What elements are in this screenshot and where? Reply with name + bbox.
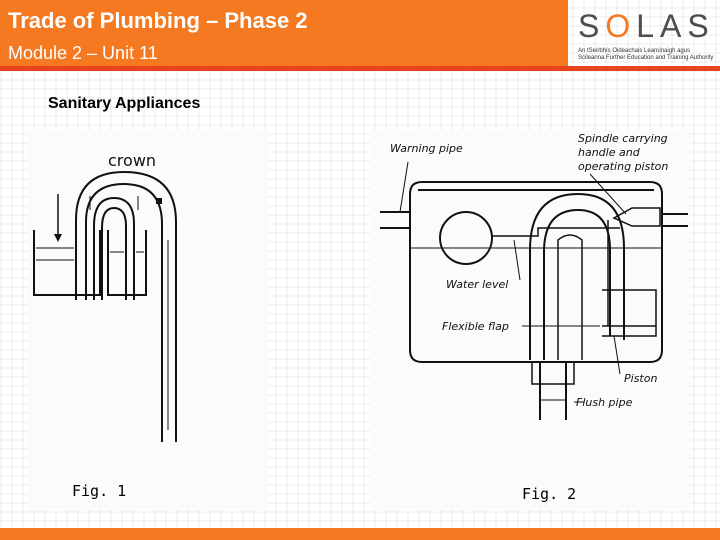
fig1-caption: Fig. 1: [72, 482, 127, 500]
siphon-diagram: crown: [33, 151, 177, 442]
piston-chamber: [602, 289, 657, 337]
siphon-inner: [543, 208, 611, 360]
label-spindle-line3: operating piston: [578, 160, 668, 173]
figure-siphon: crown: [28, 130, 268, 510]
logo-tagline: An tSeirbhís Oideachais Leanúnaigh agus …: [578, 48, 714, 61]
leader-lines: [399, 161, 627, 403]
siphon-center: [557, 234, 583, 360]
label-spindle-line1: Spindle carrying: [578, 132, 668, 145]
section-title: Sanitary Appliances: [48, 95, 201, 112]
flush-pipe-nut: [531, 362, 575, 385]
page-subtitle: Module 2 – Unit 11: [8, 43, 158, 63]
crown-marker: [156, 198, 162, 204]
figure-cistern: Warning pipe Spindle carrying handle and…: [370, 130, 690, 510]
page-title: Trade of Plumbing – Phase 2: [8, 8, 308, 33]
fig2-caption: Fig. 2: [522, 485, 577, 503]
footer-bar: [0, 528, 720, 540]
inlet-pipe: [662, 213, 688, 227]
label-water-level: Water level: [446, 278, 508, 291]
flow-arrow-head: [54, 234, 62, 242]
label-warning-pipe: Warning pipe: [390, 142, 463, 155]
label-flexible-flap: Flexible flap: [442, 320, 509, 333]
solas-logo: SOLAS An tSeirbhís Oideachais Leanúnaigh…: [578, 8, 714, 64]
left-vessel: [33, 230, 101, 296]
label-crown: crown: [108, 151, 156, 170]
water-lines: [36, 196, 169, 430]
label-spindle-line2: handle and: [578, 146, 641, 159]
header-bar: Trade of Plumbing – Phase 2 Module 2 – U…: [0, 0, 568, 66]
cistern-body: [409, 181, 663, 363]
label-piston: Piston: [624, 372, 657, 385]
siphon-inner-wall: [85, 182, 163, 442]
flush-pipe: [539, 362, 567, 420]
float-arm: [492, 227, 620, 237]
siphon-loop: [93, 196, 135, 300]
handle: [612, 207, 661, 227]
float-ball: [439, 211, 493, 265]
siphon-outer: [529, 192, 625, 360]
siphon-loop-inner: [101, 206, 127, 300]
header-divider: [0, 66, 720, 71]
logo-wordmark: SOLAS: [578, 8, 715, 44]
warning-pipe: [380, 211, 410, 229]
siphon-outer: [75, 170, 177, 442]
cistern-diagram: Warning pipe Spindle carrying handle and…: [380, 132, 688, 420]
label-flush-pipe: Flush pipe: [576, 396, 633, 409]
